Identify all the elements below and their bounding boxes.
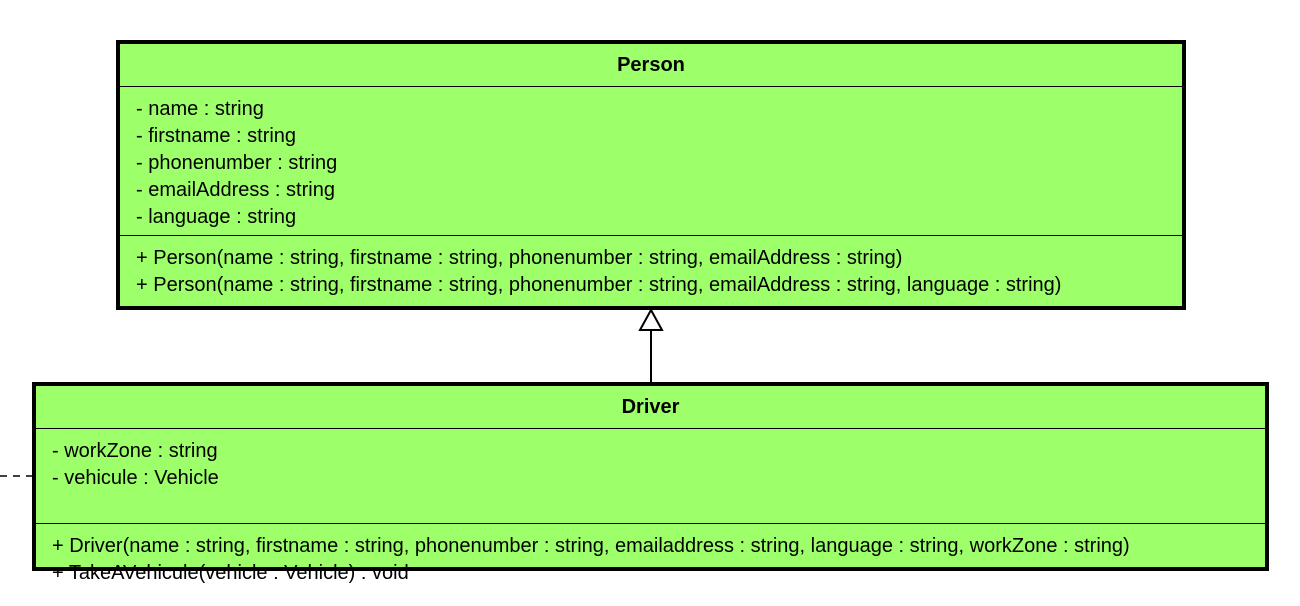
class-name-driver: Driver xyxy=(36,386,1265,429)
class-person[interactable]: Person - name : string - firstname : str… xyxy=(116,40,1186,310)
methods-driver: + Driver(name : string, firstname : stri… xyxy=(36,524,1265,587)
attribute-firstname: - firstname : string xyxy=(136,125,297,147)
method-person-constructor-5: + Person(name : string, firstname : stri… xyxy=(136,274,1062,296)
class-name-person: Person xyxy=(120,44,1182,87)
attributes-person: - name : string - firstname : string - p… xyxy=(120,87,1182,236)
attribute-vehicule: - vehicule : Vehicle xyxy=(52,467,219,489)
attribute-phonenumber: - phonenumber : string xyxy=(136,152,338,174)
method-take-a-vehicule: + TakeAVehicule(vehicle : Vehicle) : voi… xyxy=(52,562,409,584)
class-driver[interactable]: Driver - workZone : string - vehicule : … xyxy=(32,382,1269,584)
generalization-arrowhead xyxy=(638,307,664,331)
attribute-language: - language : string xyxy=(136,206,297,228)
method-driver-constructor: + Driver(name : string, firstname : stri… xyxy=(52,535,1130,557)
attribute-workzone: - workZone : string xyxy=(52,440,218,462)
attribute-name: - name : string xyxy=(136,98,264,120)
attribute-emailaddress: - emailAddress : string xyxy=(136,179,335,201)
method-person-constructor-4: + Person(name : string, firstname : stri… xyxy=(136,247,903,269)
methods-person: + Person(name : string, firstname : stri… xyxy=(120,236,1182,299)
attributes-driver: - workZone : string - vehicule : Vehicle xyxy=(36,429,1265,524)
generalization-arrow[interactable] xyxy=(638,307,664,382)
